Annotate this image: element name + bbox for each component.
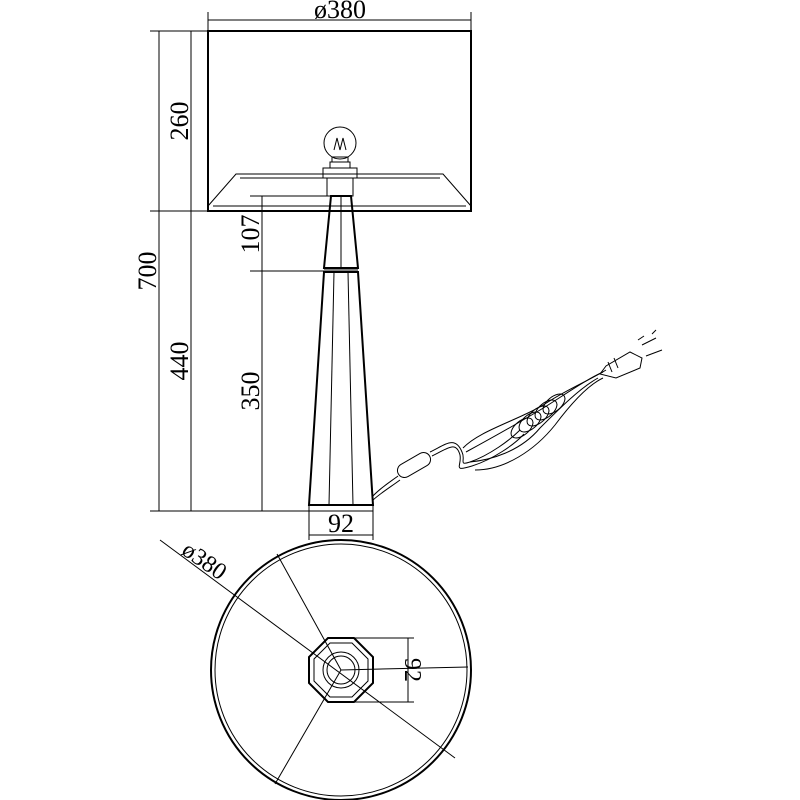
- collar-height-label: 107: [236, 215, 265, 254]
- total-height-label: 700: [133, 252, 162, 291]
- power-cord: [371, 329, 663, 501]
- plug-icon: [599, 329, 663, 379]
- light-bulb-icon: [322, 126, 358, 197]
- shade-spokes: [274, 553, 469, 785]
- dimension-top-base-width: 92: [354, 637, 425, 703]
- base-width-label: 92: [328, 509, 354, 538]
- top-diameter-label: ø380: [177, 537, 231, 586]
- lamp-column: [307, 195, 375, 512]
- vertical-dimensions: 700 260 440 107 350: [133, 30, 331, 512]
- side-view: ø380 700 260 440 107 350 92: [133, 0, 663, 540]
- column-height-label: 350: [236, 372, 265, 411]
- top-view: ø380 92: [159, 537, 472, 800]
- top-base-width-label: 92: [399, 658, 425, 682]
- lampshade: [207, 30, 472, 212]
- shade-diameter-label: ø380: [314, 0, 366, 24]
- dimension-shade-diameter: ø380: [207, 0, 472, 31]
- cord-coil: [510, 393, 566, 439]
- dimension-base-width: 92: [308, 509, 374, 540]
- base-height-label: 440: [165, 342, 194, 381]
- dimension-top-diameter: ø380: [159, 537, 456, 759]
- shade-height-label: 260: [165, 102, 194, 141]
